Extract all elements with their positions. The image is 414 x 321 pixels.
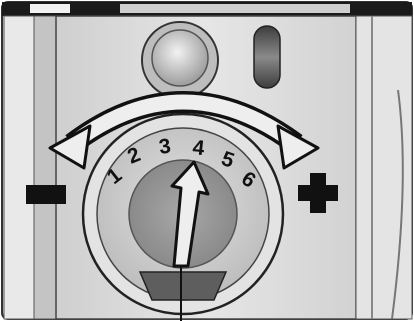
minus-icon: −	[26, 185, 66, 204]
top-label-block-2	[120, 4, 350, 13]
left-rail-inner	[34, 16, 56, 319]
top-knob	[152, 30, 208, 86]
dial-base-segment	[140, 272, 226, 300]
top-label-block-1	[30, 4, 70, 13]
indicator-slot	[254, 26, 280, 88]
left-rail	[4, 16, 34, 319]
